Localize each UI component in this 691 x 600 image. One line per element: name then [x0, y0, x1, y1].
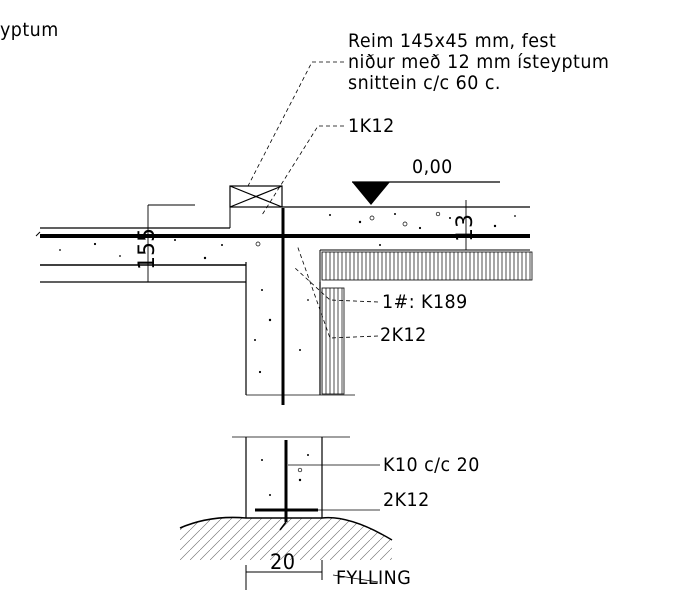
- insulation-layer: [321, 251, 533, 281]
- floor-slab: [35, 206, 530, 283]
- soil-hatch: [180, 517, 392, 560]
- top-left-fragment-label: yptum: [0, 19, 59, 41]
- rebar-1k12-label: 1K12: [348, 115, 395, 137]
- rebar-2k12-upper-label: 2K12: [380, 324, 427, 346]
- leader-lines: [247, 61, 379, 339]
- batten-note-line1: Reim 145x45 mm, fest: [348, 30, 557, 52]
- stirrups-label: K10 c/c 20: [383, 454, 480, 476]
- slab-ref-label: 1#: K189: [382, 291, 468, 313]
- slab-thickness-dimension: [140, 204, 195, 283]
- concrete-aggregate: [59, 213, 516, 496]
- width-dimension-label: 20: [270, 550, 296, 574]
- batten-note-line3: snittein c/c 60 c.: [348, 72, 501, 94]
- dim-155-text: 155: [135, 228, 160, 270]
- dim-13-text: 13: [453, 214, 478, 242]
- foundation-wall-lower: [232, 436, 350, 531]
- rebar-2k12-lower-label: 2K12: [383, 489, 430, 511]
- concrete-aggregate-rings: [255, 211, 441, 473]
- fill-label: FYLLING: [336, 567, 412, 589]
- foundation-wall-upper: [245, 208, 355, 405]
- wood-batten: [229, 185, 283, 208]
- leader-lines-solid: [288, 464, 380, 583]
- batten-note-line2: niður með 12 mm ísteyptum: [348, 51, 610, 73]
- level-marker: [352, 181, 500, 205]
- wall-insulation: [321, 287, 345, 395]
- width-dimension: [245, 560, 323, 590]
- level-label: 0,00: [412, 156, 453, 178]
